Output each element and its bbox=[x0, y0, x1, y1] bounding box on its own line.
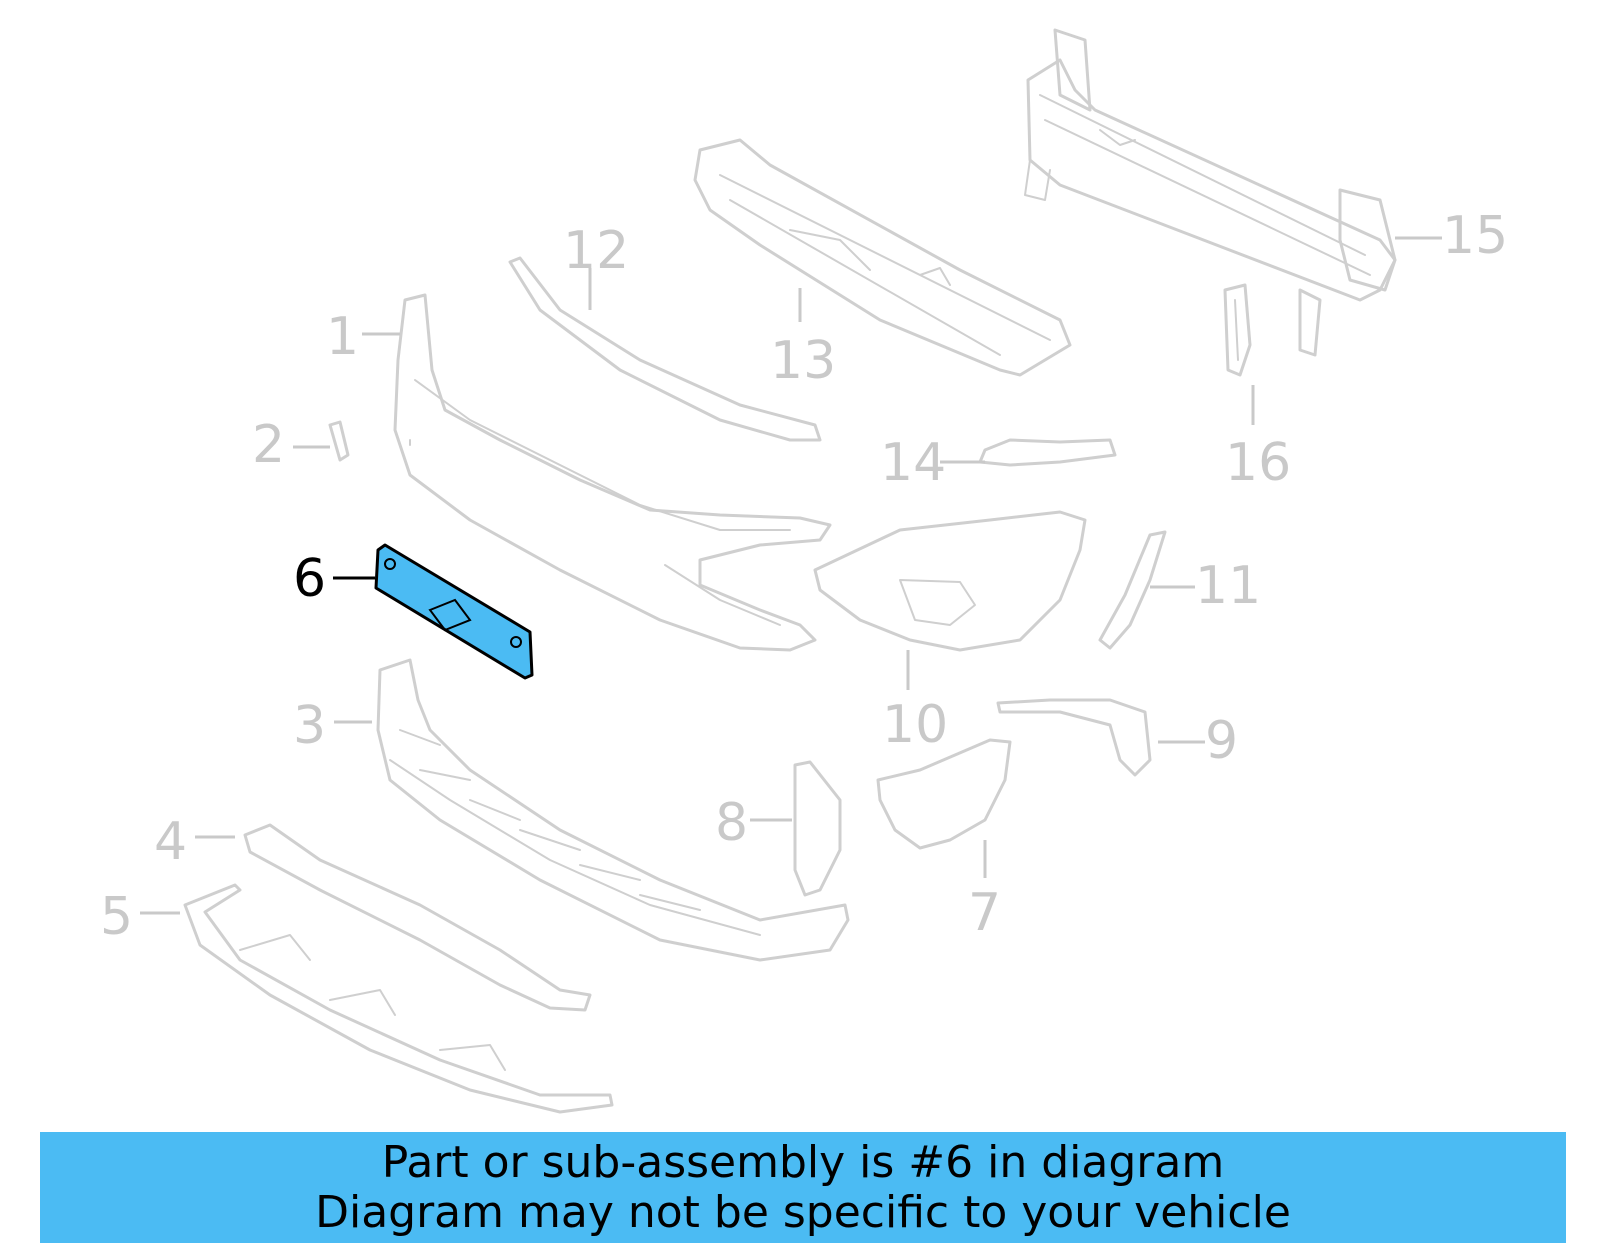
info-banner: Part or sub-assembly is #6 in diagram Di… bbox=[40, 1132, 1566, 1243]
part-14-bracket bbox=[978, 438, 1117, 467]
callout-12[interactable]: 12 bbox=[563, 221, 629, 281]
callout-1[interactable]: 1 bbox=[326, 307, 359, 367]
part-6-license-bracket-highlighted[interactable] bbox=[374, 543, 534, 680]
part-1-bumper-cover bbox=[393, 293, 832, 652]
part-7-bezel bbox=[876, 738, 1012, 850]
callout-15[interactable]: 15 bbox=[1442, 206, 1508, 266]
callout-6[interactable]: 6 bbox=[293, 549, 326, 609]
callout-labels: 1 2 3 4 5 6 7 8 9 10 11 12 13 14 15 16 bbox=[100, 206, 1508, 947]
part-4-lower-trim bbox=[243, 823, 592, 1012]
callout-13[interactable]: 13 bbox=[770, 331, 836, 391]
part-15-reinforcement-beam bbox=[1024, 28, 1397, 357]
part-12-trim-strip bbox=[508, 256, 822, 442]
part-10-lamp-housing bbox=[813, 510, 1087, 652]
callout-3[interactable]: 3 bbox=[293, 696, 326, 756]
callout-2[interactable]: 2 bbox=[252, 415, 285, 475]
callout-8[interactable]: 8 bbox=[715, 793, 748, 853]
callout-10[interactable]: 10 bbox=[882, 695, 948, 755]
callout-16[interactable]: 16 bbox=[1225, 433, 1291, 493]
callout-9[interactable]: 9 bbox=[1205, 711, 1238, 771]
part-9-trim-bezel bbox=[996, 698, 1152, 777]
callout-7[interactable]: 7 bbox=[968, 883, 1001, 943]
callout-14[interactable]: 14 bbox=[880, 433, 946, 493]
part-3-grille bbox=[376, 658, 850, 962]
callout-5[interactable]: 5 bbox=[100, 887, 133, 947]
callout-4[interactable]: 4 bbox=[154, 812, 187, 872]
part-8-fog-cover bbox=[793, 760, 842, 897]
part-2-clip bbox=[328, 420, 350, 462]
callout-arrows bbox=[140, 236, 1442, 915]
part-5-skid-plate bbox=[183, 883, 614, 1114]
parts-diagram: 1 2 3 4 5 6 7 8 9 10 11 12 13 14 15 16 bbox=[100, 28, 1508, 1114]
banner-line-disclaimer: Diagram may not be specific to your vehi… bbox=[315, 1186, 1291, 1238]
part-16-bracket bbox=[1223, 283, 1252, 377]
callout-11[interactable]: 11 bbox=[1195, 556, 1261, 616]
banner-line-part: Part or sub-assembly is #6 in diagram bbox=[381, 1136, 1225, 1188]
part-13-absorber bbox=[693, 138, 1072, 377]
part-11-side-trim bbox=[1098, 530, 1167, 650]
